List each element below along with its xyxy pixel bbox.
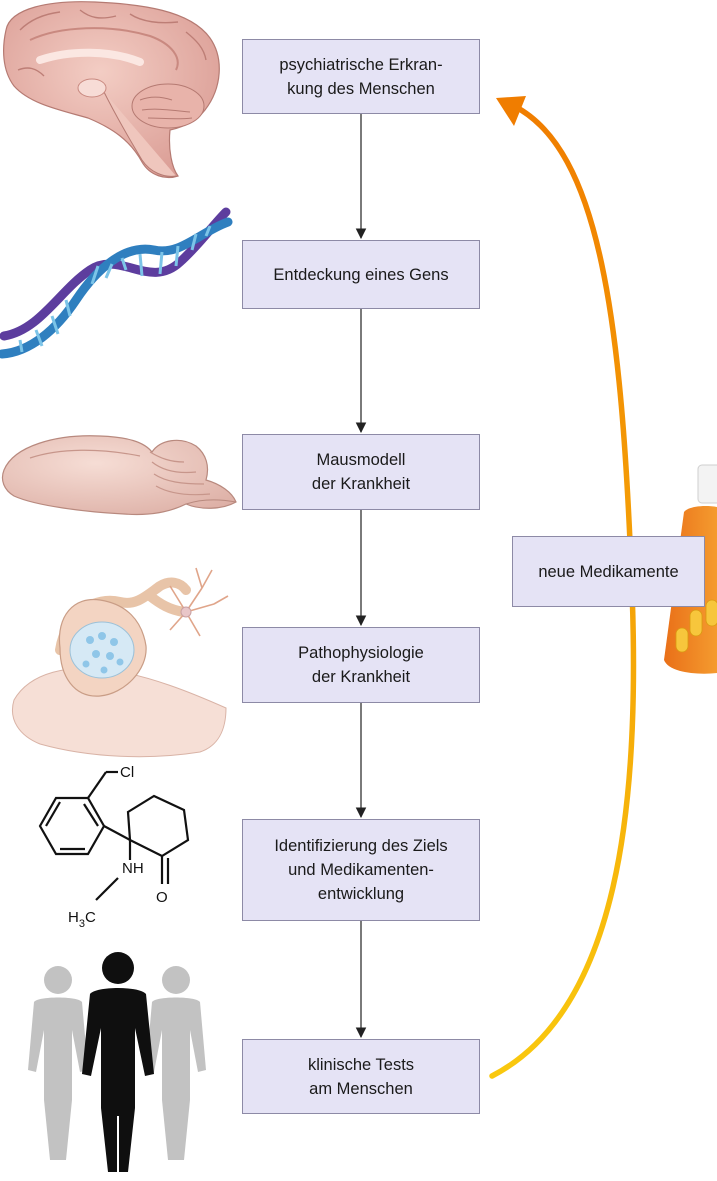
methyl-label: H3C — [68, 909, 96, 930]
feedback-arrowhead — [496, 96, 526, 126]
step-gene-discovery: Entdeckung eines Gens — [242, 240, 480, 309]
new-drugs-box: neue Medikamente — [512, 536, 705, 607]
synapse-illustration — [12, 567, 229, 758]
chemical-structure-illustration — [38, 770, 190, 901]
step-clinical-tests: klinische Tests am Menschen — [242, 1039, 480, 1114]
step-mouse-model: Mausmodell der Krankheit — [242, 434, 480, 510]
chlorine-label: Cl — [120, 764, 134, 781]
human-brain-illustration — [3, 1, 220, 179]
mouse-brain-illustration — [1, 435, 237, 516]
nh-label: NH — [122, 860, 144, 877]
dna-helix-illustration — [0, 207, 233, 359]
human-silhouettes-illustration — [28, 952, 206, 1172]
step-psychiatric-disease: psychiatrische Erkran- kung des Menschen — [242, 39, 480, 114]
oxygen-label: O — [156, 889, 168, 906]
step-pathophysiology: Pathophysiologie der Krankheit — [242, 627, 480, 703]
step-target-identification: Identifizierung des Ziels und Medikament… — [242, 819, 480, 921]
